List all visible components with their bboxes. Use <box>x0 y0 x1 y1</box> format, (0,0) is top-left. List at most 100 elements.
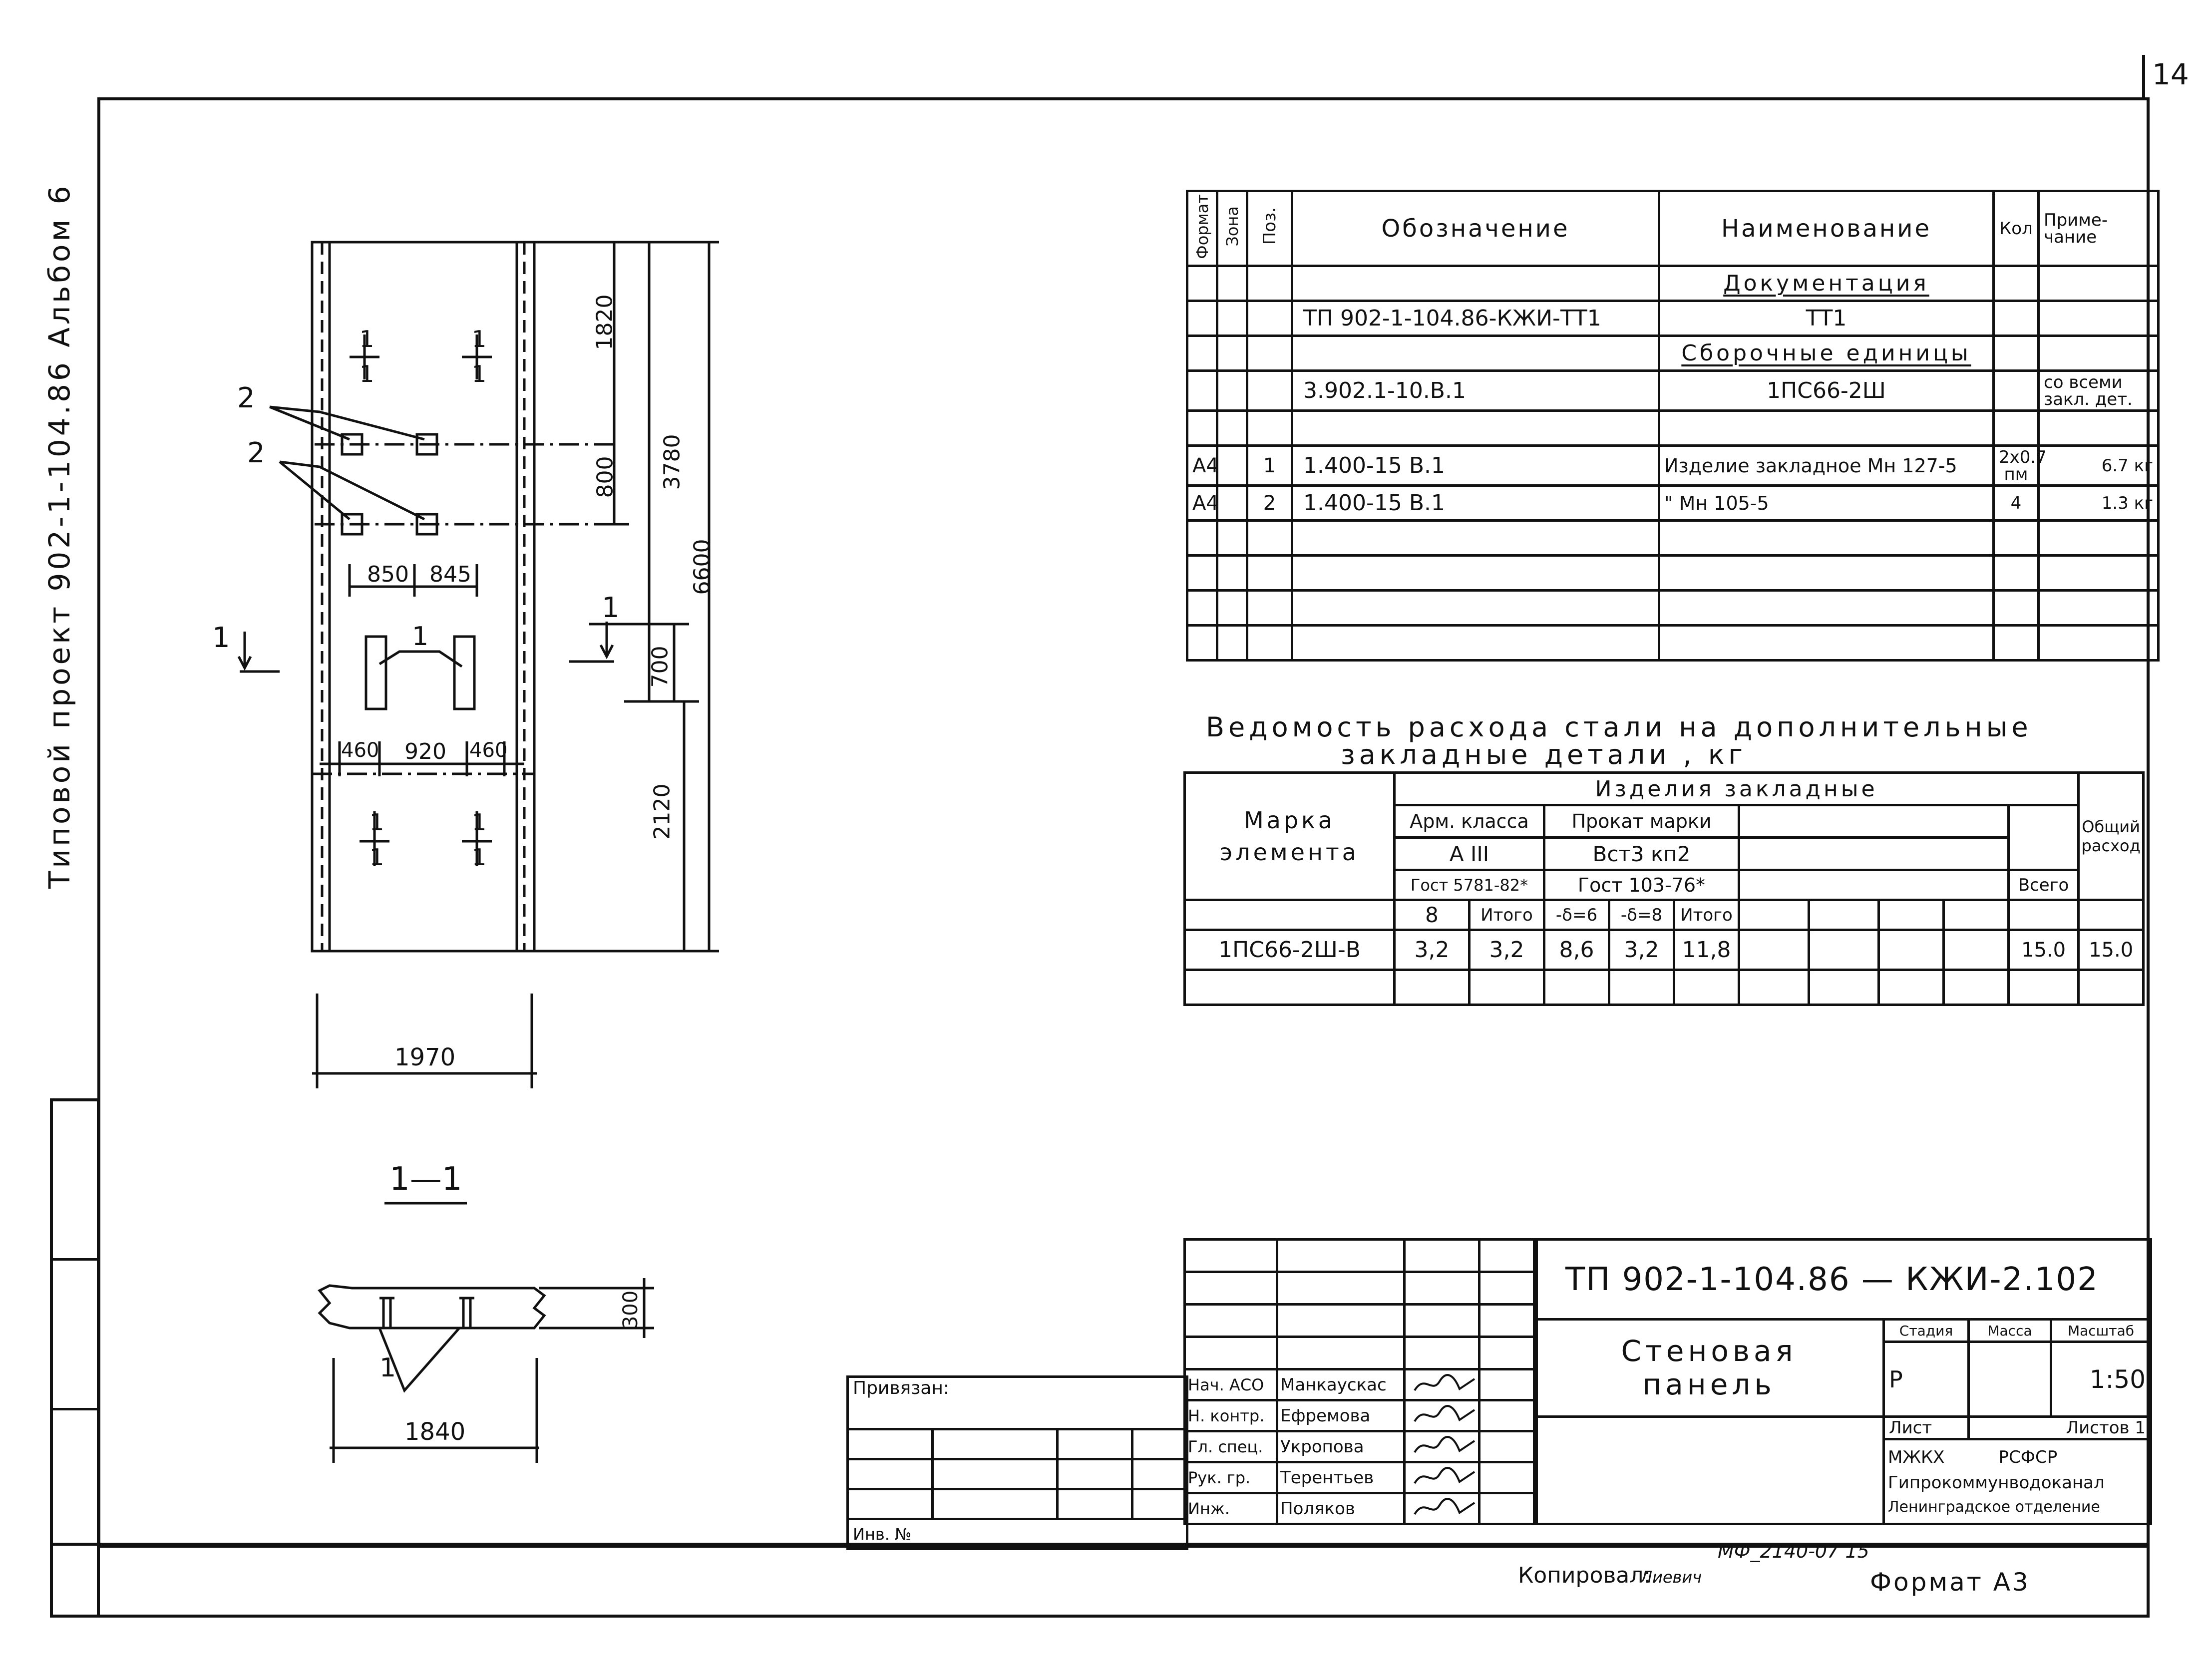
spec-header-format: Формат <box>1186 190 1218 267</box>
stamp-scale-header: Масштаб <box>2050 1318 2152 1343</box>
spec-cell-format <box>1186 589 1218 627</box>
steel-row-general: 15.0 <box>2077 929 2145 971</box>
spec-cell-note <box>2037 335 2160 372</box>
spec-cell-name <box>1658 519 1995 557</box>
spec-cell-pos <box>1246 589 1293 627</box>
steel-title-line2: закладные детали , кг <box>1341 739 1747 770</box>
steel-arm-class: Арм. класса <box>1393 804 1545 839</box>
signature-name: Ефремова <box>1276 1399 1406 1432</box>
spec-row <box>1186 409 2160 447</box>
spec-cell-pos: 2 <box>1246 484 1293 522</box>
steel-general-header: Общий расход <box>2077 771 2145 901</box>
spec-cell-qty <box>1992 335 2040 372</box>
signature-name: Поляков <box>1276 1492 1406 1525</box>
sheet-format: Формат А3 <box>1870 1568 2030 1597</box>
spec-header-qty: Кол <box>1992 190 2040 267</box>
stamp-org-branch: Ленинградское отделение <box>1888 1498 2100 1516</box>
section-mark-a-top: 1 <box>360 326 374 352</box>
stamp-mass <box>1967 1341 2052 1418</box>
page-number-divider <box>2142 55 2145 100</box>
signature-role: Нач. АСО <box>1183 1368 1278 1401</box>
handwritten-signature <box>1414 1435 1475 1453</box>
steel-val-3: 8,6 <box>1543 929 1610 971</box>
spec-cell-designation <box>1291 589 1660 627</box>
spec-cell-designation <box>1291 335 1660 372</box>
spec-cell-name: Сборочные единицы <box>1658 335 1995 372</box>
spec-cell-format: А4 <box>1186 444 1219 487</box>
spec-cell-zone <box>1216 369 1248 412</box>
dim-850: 850 <box>367 562 409 587</box>
signature-mark <box>1403 1492 1480 1525</box>
spec-header-name: Наименование <box>1658 190 1995 267</box>
spec-cell-designation <box>1291 265 1660 302</box>
spec-cell-note: 6.7 кг <box>2037 444 2160 487</box>
dim-460-right: 460 <box>469 739 508 762</box>
section-mark-d-bottom: 1 <box>472 844 487 871</box>
spec-cell-zone <box>1216 300 1248 337</box>
spec-cell-note <box>2037 519 2160 557</box>
steel-arm-gost: Гост 5781-82* <box>1393 869 1545 901</box>
spec-cell-qty <box>1992 519 2040 557</box>
steel-prokat: Прокат марки <box>1543 804 1740 839</box>
section-title: 1—1 <box>389 1161 462 1198</box>
dim-845: 845 <box>429 562 471 587</box>
spec-row <box>1186 589 2160 627</box>
steel-table: Марка элемента Изделия закладные Общий р… <box>1183 771 2145 1006</box>
inventory-number-label: Инв. № <box>846 1518 1188 1550</box>
spec-cell-zone <box>1216 484 1248 522</box>
copied-label: Копировал: <box>1518 1563 1651 1588</box>
dim-920: 920 <box>404 739 446 764</box>
section-mark-d-top: 1 <box>472 809 487 836</box>
spec-row <box>1186 519 2160 557</box>
stamp-sheets: Листов 1 <box>1967 1415 2152 1440</box>
spec-cell-pos <box>1246 554 1293 592</box>
steel-arm-grade: А III <box>1393 836 1545 871</box>
spec-cell-zone <box>1216 444 1248 487</box>
spec-cell-note <box>2037 409 2160 447</box>
signature-mark <box>1403 1368 1480 1401</box>
spec-cell-zone <box>1216 335 1248 372</box>
steel-row-total: 15.0 <box>2007 929 2080 971</box>
spec-cell-name: Изделие закладное Мн 127-5 <box>1658 444 1995 487</box>
spec-cell-qty <box>1992 589 2040 627</box>
spec-cell-designation: 3.902.1-10.В.1 <box>1291 369 1660 412</box>
spec-cell-name <box>1658 624 1995 662</box>
steel-val-1: 3,2 <box>1393 929 1471 971</box>
signature-row: Рук. гр.Терентьев <box>1183 1461 1538 1494</box>
specification-table: Формат Зона Поз. Обозначение Наименовани… <box>1186 190 2160 662</box>
spec-cell-format <box>1186 265 1218 302</box>
page-number: 14 <box>2152 57 2189 91</box>
spec-cell-designation <box>1291 624 1660 662</box>
spec-cell-format <box>1186 300 1218 337</box>
dim-3780: 3780 <box>659 434 685 490</box>
spec-cell-zone <box>1216 409 1248 447</box>
spec-cell-format <box>1186 369 1218 412</box>
spec-cell-name <box>1658 554 1995 592</box>
steel-col-itogo1: Итого <box>1468 899 1545 931</box>
signature-mark <box>1403 1399 1480 1432</box>
spec-cell-format <box>1186 624 1218 662</box>
signature-name: Укропова <box>1276 1430 1406 1463</box>
position-label-1-section: 1 <box>379 1353 396 1383</box>
spec-cell-qty <box>1992 624 2040 662</box>
spec-cell-note: 1.3 кг <box>2037 484 2160 522</box>
spec-cell-designation <box>1291 409 1660 447</box>
stamp-mass-header: Масса <box>1967 1318 2052 1343</box>
spec-cell-name <box>1658 589 1995 627</box>
copied-signature: Лиевич <box>1640 1568 1702 1587</box>
steel-col-d8: -δ=8 <box>1608 899 1675 931</box>
spec-cell-pos <box>1246 519 1293 557</box>
steel-col-d6: -δ=6 <box>1543 899 1610 931</box>
spec-cell-pos <box>1246 369 1293 412</box>
steel-prokat-gost: Гост 103-76* <box>1543 869 1740 901</box>
spec-cell-format <box>1186 519 1218 557</box>
steel-col-8: 8 <box>1393 899 1471 931</box>
spec-cell-zone <box>1216 624 1248 662</box>
spec-cell-qty <box>1992 409 2040 447</box>
spec-header-note: Приме- чание <box>2037 190 2160 267</box>
dim-800: 800 <box>592 456 618 498</box>
steel-products-header: Изделия закладные <box>1393 771 2080 806</box>
